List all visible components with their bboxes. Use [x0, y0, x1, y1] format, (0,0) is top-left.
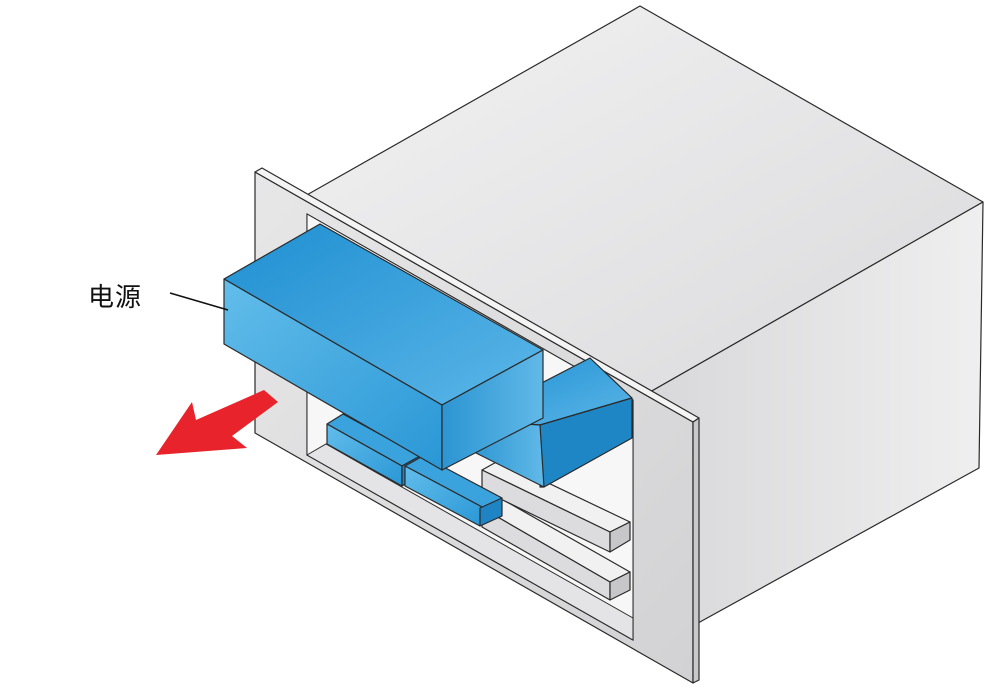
arrow-icon: [156, 390, 278, 455]
power-supply-label: 电源: [88, 283, 143, 313]
callout-leader-line: [169, 292, 229, 311]
tray-upper-side: [609, 571, 631, 601]
psu-end-face: [441, 349, 544, 471]
cavity-floor: [305, 443, 634, 641]
power-supply-module: [223, 223, 544, 471]
small-blue-modules: [326, 413, 503, 527]
front-bezel-side-edge: [692, 417, 700, 684]
tray-middle-side: [609, 521, 631, 553]
small-module-right-side: [479, 497, 503, 527]
